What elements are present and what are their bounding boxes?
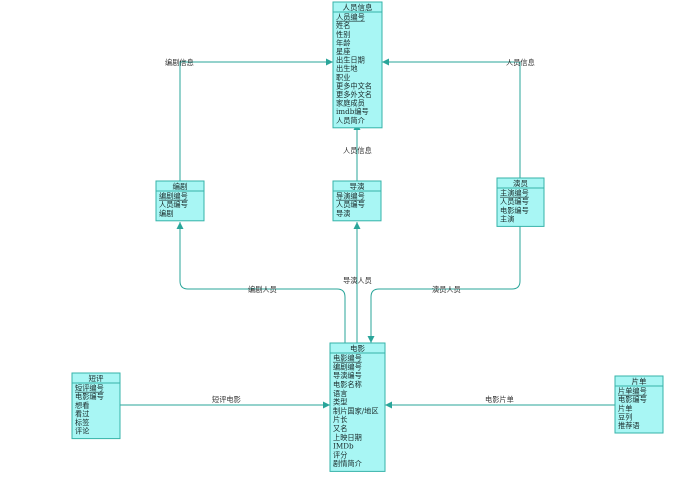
entity-attribute: 想看 (75, 401, 89, 410)
entity-box (496, 177, 545, 227)
arrowhead-screenwriter-person (326, 58, 333, 66)
entity-attribute: 人员编号 (159, 200, 188, 209)
entity-attribute: 制片国家/地区 (333, 406, 379, 415)
entity-attribute: 评论 (75, 427, 90, 436)
entity-title: 编剧 (173, 181, 188, 191)
entity-attribute: 上映日期 (333, 433, 362, 442)
entity-attribute: 导演 (336, 209, 350, 218)
entity-attribute: IMDb (333, 442, 354, 451)
entity-attribute: 电影名称 (333, 380, 362, 389)
entity-attribute: 更多中文名 (336, 81, 372, 90)
connector-actor-movie (370, 225, 521, 343)
entity-movie: 电影电影编号编剧编号导演编号电影名称语言类型制片国家/地区片长又名上映日期IMD… (329, 342, 386, 472)
connector-movie-screenwriter (179, 222, 346, 343)
label-screenwriter-person: 编剧信息 (165, 58, 194, 67)
entity-person: 人员信息人员编号姓名性别年龄星座出生日期出生地职业更多中文名更多外文名家庭成员i… (332, 1, 383, 129)
arrowhead-movie-screenwriter (176, 222, 184, 229)
entity-attribute: 人员编号 (336, 200, 365, 209)
primary-key-attribute: 主演编号 (500, 189, 529, 198)
label-playlist-movie: 电影片单 (485, 395, 514, 404)
entity-attribute: 语言 (333, 389, 347, 398)
entity-box (332, 180, 382, 222)
entity-title: 导演 (350, 181, 365, 191)
primary-key-attribute: 导演编号 (336, 192, 365, 201)
arrowhead-review-movie (323, 401, 330, 409)
entity-box (71, 372, 121, 440)
arrowhead-actor-movie (367, 336, 375, 343)
entity-attribute: 评分 (333, 450, 347, 459)
label-movie-director: 导演人员 (343, 276, 372, 285)
arrowhead-movie-director (353, 222, 361, 229)
entity-attribute: 人员简介 (336, 116, 366, 125)
entity-title: 片单 (632, 376, 647, 386)
entity-attribute: 导演编号 (333, 371, 362, 380)
entity-box (155, 180, 205, 222)
entity-attribute: 片长 (333, 415, 347, 424)
entity-attribute: 姓名 (336, 21, 350, 30)
entity-attribute: 编剧编号 (333, 362, 362, 371)
entity-attribute: 电影编号 (75, 392, 104, 401)
primary-key-attribute: 编剧编号 (159, 192, 188, 201)
entity-attribute: 职业 (336, 73, 350, 82)
entity-attribute: 推荐语 (618, 421, 640, 430)
entity-attribute: 主演 (500, 214, 514, 223)
label-movie-screenwriter: 编剧人员 (248, 285, 277, 294)
entity-title: 演员 (513, 178, 528, 188)
entity-attribute: 剧情简介 (333, 459, 363, 468)
entity-attribute: 看过 (75, 409, 89, 418)
entity-attribute: 编剧 (159, 209, 173, 218)
entity-box (332, 1, 383, 129)
label-review-movie: 短评电影 (212, 395, 241, 404)
primary-key-attribute: 短评编号 (75, 384, 104, 393)
entity-attribute: 片单 (618, 404, 632, 413)
label-movie-actor: 演员人员 (432, 285, 461, 294)
entities: 人员信息人员编号姓名性别年龄星座出生日期出生地职业更多中文名更多外文名家庭成员i… (71, 1, 664, 472)
label-actor-person: 人员信息 (506, 58, 535, 67)
entity-attribute: 出生日期 (336, 56, 365, 65)
primary-key-attribute: 人员编号 (336, 13, 365, 22)
entity-attribute: 家庭成员 (336, 99, 365, 108)
relation-labels: 编剧信息 人员信息 人员信息 编剧人员 导演人员 演员人员 短评电影 电影片单 (165, 58, 535, 404)
entity-attribute: 年龄 (336, 38, 350, 47)
entity-title: 人员信息 (343, 2, 373, 12)
entity-attribute: 更多外文名 (336, 90, 372, 99)
entity-attribute: 又名 (333, 424, 347, 433)
entity-title: 短评 (89, 373, 104, 383)
arrowhead-actor-person (382, 58, 389, 66)
primary-key-attribute: 片单编号 (618, 387, 647, 396)
entity-attribute: 人员编号 (500, 197, 529, 206)
entity-box (329, 342, 386, 472)
entity-attribute: 豆列 (618, 412, 632, 421)
entity-attribute: 出生地 (336, 64, 358, 73)
entity-attribute: 类型 (333, 398, 347, 407)
entity-attribute: imdb编号 (336, 107, 369, 116)
entity-attribute: 性别 (336, 30, 350, 39)
entity-title: 电影 (350, 343, 365, 353)
label-director-person: 人员信息 (343, 146, 372, 155)
connector-actor-person (382, 61, 521, 178)
entity-attribute: 电影编号 (618, 395, 647, 404)
primary-key-attribute: 电影编号 (333, 354, 362, 363)
entity-attribute: 星座 (336, 47, 350, 56)
entity-attribute: 标签 (75, 418, 89, 427)
arrowhead-playlist-movie (385, 401, 392, 409)
connector-screenwriter-person (179, 61, 333, 181)
entity-attribute: 电影编号 (500, 206, 529, 215)
